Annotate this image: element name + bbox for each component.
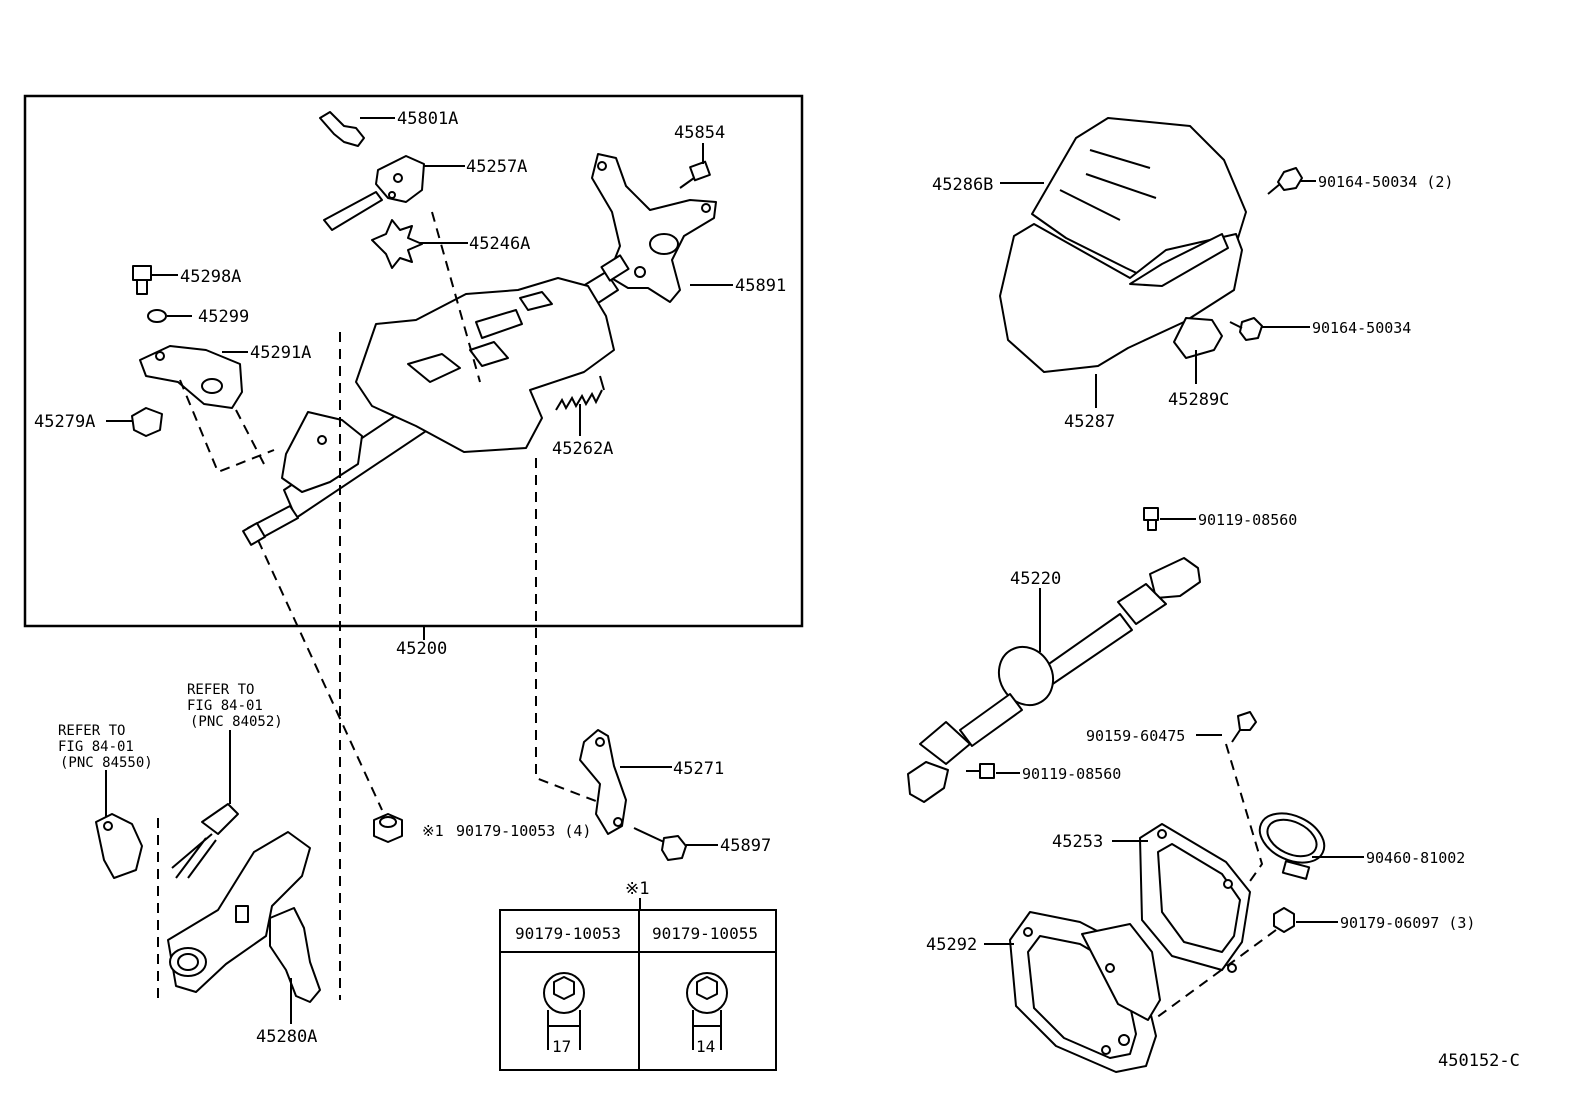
label-45299: 45299 <box>198 307 249 327</box>
label-45891: 45891 <box>735 276 786 296</box>
nut-table-mark: ※1 <box>625 879 649 899</box>
dashed-leader-lever <box>179 379 275 474</box>
label-45246A: 45246A <box>469 234 530 254</box>
part-45287-lower-cover <box>999 223 1243 373</box>
part-45253-gasket <box>1139 823 1251 973</box>
part-bolt-90119-08560-b <box>966 763 995 779</box>
part-lock-cylinder <box>95 813 143 879</box>
label-45287: 45287 <box>1064 412 1115 432</box>
label-45280A: 45280A <box>256 1027 317 1047</box>
label-90164-50034-2: 90164-50034 (2) <box>1318 173 1453 191</box>
label-45279A: 45279A <box>34 412 95 432</box>
svg-text:FIG 84-01: FIG 84-01 <box>187 698 263 714</box>
svg-text:FIG 84-01: FIG 84-01 <box>58 739 134 755</box>
svg-text:REFER TO: REFER TO <box>187 682 254 698</box>
label-45854: 45854 <box>674 123 725 143</box>
part-45801A-clip <box>319 111 365 147</box>
part-45262A-spring <box>555 375 605 411</box>
nut-table-col2-part: 90179-10055 <box>652 924 758 943</box>
label-45271: 45271 <box>673 759 724 779</box>
label-45897: 45897 <box>720 836 771 856</box>
part-45280A-ignition-housing <box>167 831 321 1003</box>
nut-drawing-14 <box>686 972 728 1050</box>
part-45257A-bracket <box>323 155 425 231</box>
part-45299-washer <box>147 309 167 323</box>
svg-text:(PNC 84052): (PNC 84052) <box>190 714 283 730</box>
part-45271-bracket <box>579 729 627 835</box>
label-45298A: 45298A <box>180 267 241 287</box>
part-45220-intermediate-shaft <box>907 557 1201 803</box>
part-45246A-spring <box>371 219 423 269</box>
refer-note-right: REFER TO FIG 84-01 (PNC 84052) <box>187 682 283 730</box>
part-bolt-90119-08560-a <box>1143 507 1159 531</box>
part-screw-90164-50034 <box>1229 317 1263 341</box>
refer-note-left: REFER TO FIG 84-01 (PNC 84550) <box>58 723 153 771</box>
nut-table-col1-size: 17 <box>552 1037 571 1056</box>
label-45292: 45292 <box>926 935 977 955</box>
dashed-leader-lever-b <box>235 409 265 465</box>
part-45291A-lever <box>139 345 243 409</box>
label-45289C: 45289C <box>1168 390 1229 410</box>
part-45292-boot <box>1009 911 1161 1073</box>
part-steering-column-body <box>242 254 630 546</box>
label-90119-08560-b: 90119-08560 <box>1022 765 1121 783</box>
label-90179-06097-3: 90179-06097 (3) <box>1340 914 1475 932</box>
label-45200: 45200 <box>396 639 447 659</box>
nut-drawing-17 <box>543 972 585 1050</box>
part-ignition-switch-connector <box>171 803 239 879</box>
label-nut-mark: ※1 <box>422 822 444 840</box>
assembly-box-45200 <box>23 94 804 628</box>
label-nut-callout: 90179-10053 (4) <box>456 822 591 840</box>
label-45253: 45253 <box>1052 832 1103 852</box>
part-45897-bolt <box>633 827 687 861</box>
dashed-leader-45253 <box>1225 743 1264 885</box>
nut-table-col1-part: 90179-10053 <box>515 924 621 943</box>
label-45801A: 45801A <box>397 109 458 129</box>
label-45286B: 45286B <box>932 175 993 195</box>
diagram-code: 450152-C <box>1438 1051 1520 1071</box>
label-90159-60475: 90159-60475 <box>1086 727 1185 745</box>
part-45854-bolt <box>679 160 711 189</box>
part-clamp-90460-81002 <box>1258 812 1326 880</box>
part-45298A-bolt <box>132 265 152 295</box>
dashed-leader-45271 <box>535 458 615 809</box>
part-45289C-cover-piece <box>1173 317 1223 359</box>
label-90119-08560-a: 90119-08560 <box>1198 511 1297 529</box>
label-45262A: 45262A <box>552 439 613 459</box>
dashed-leader-spring <box>431 211 481 383</box>
nut-table-col2-size: 14 <box>696 1037 715 1056</box>
label-90164-50034: 90164-50034 <box>1312 319 1411 337</box>
label-45220: 45220 <box>1010 569 1061 589</box>
dashed-leader-shaft-nut <box>257 539 383 811</box>
label-45257A: 45257A <box>466 157 527 177</box>
label-90460-81002: 90460-81002 <box>1366 849 1465 867</box>
svg-text:REFER TO: REFER TO <box>58 723 125 739</box>
label-45291A: 45291A <box>250 343 311 363</box>
nut-table: 90179-10053 90179-10055 17 14 <box>499 909 777 1071</box>
part-nut-90179-06097 <box>1273 907 1295 933</box>
part-45279A-clip <box>131 407 163 437</box>
part-nut-90179-10053 <box>373 813 403 843</box>
part-bolt-90159-60475 <box>1231 711 1257 743</box>
part-screw-90164-50034-2 <box>1267 167 1303 195</box>
svg-text:(PNC 84550): (PNC 84550) <box>60 755 153 771</box>
